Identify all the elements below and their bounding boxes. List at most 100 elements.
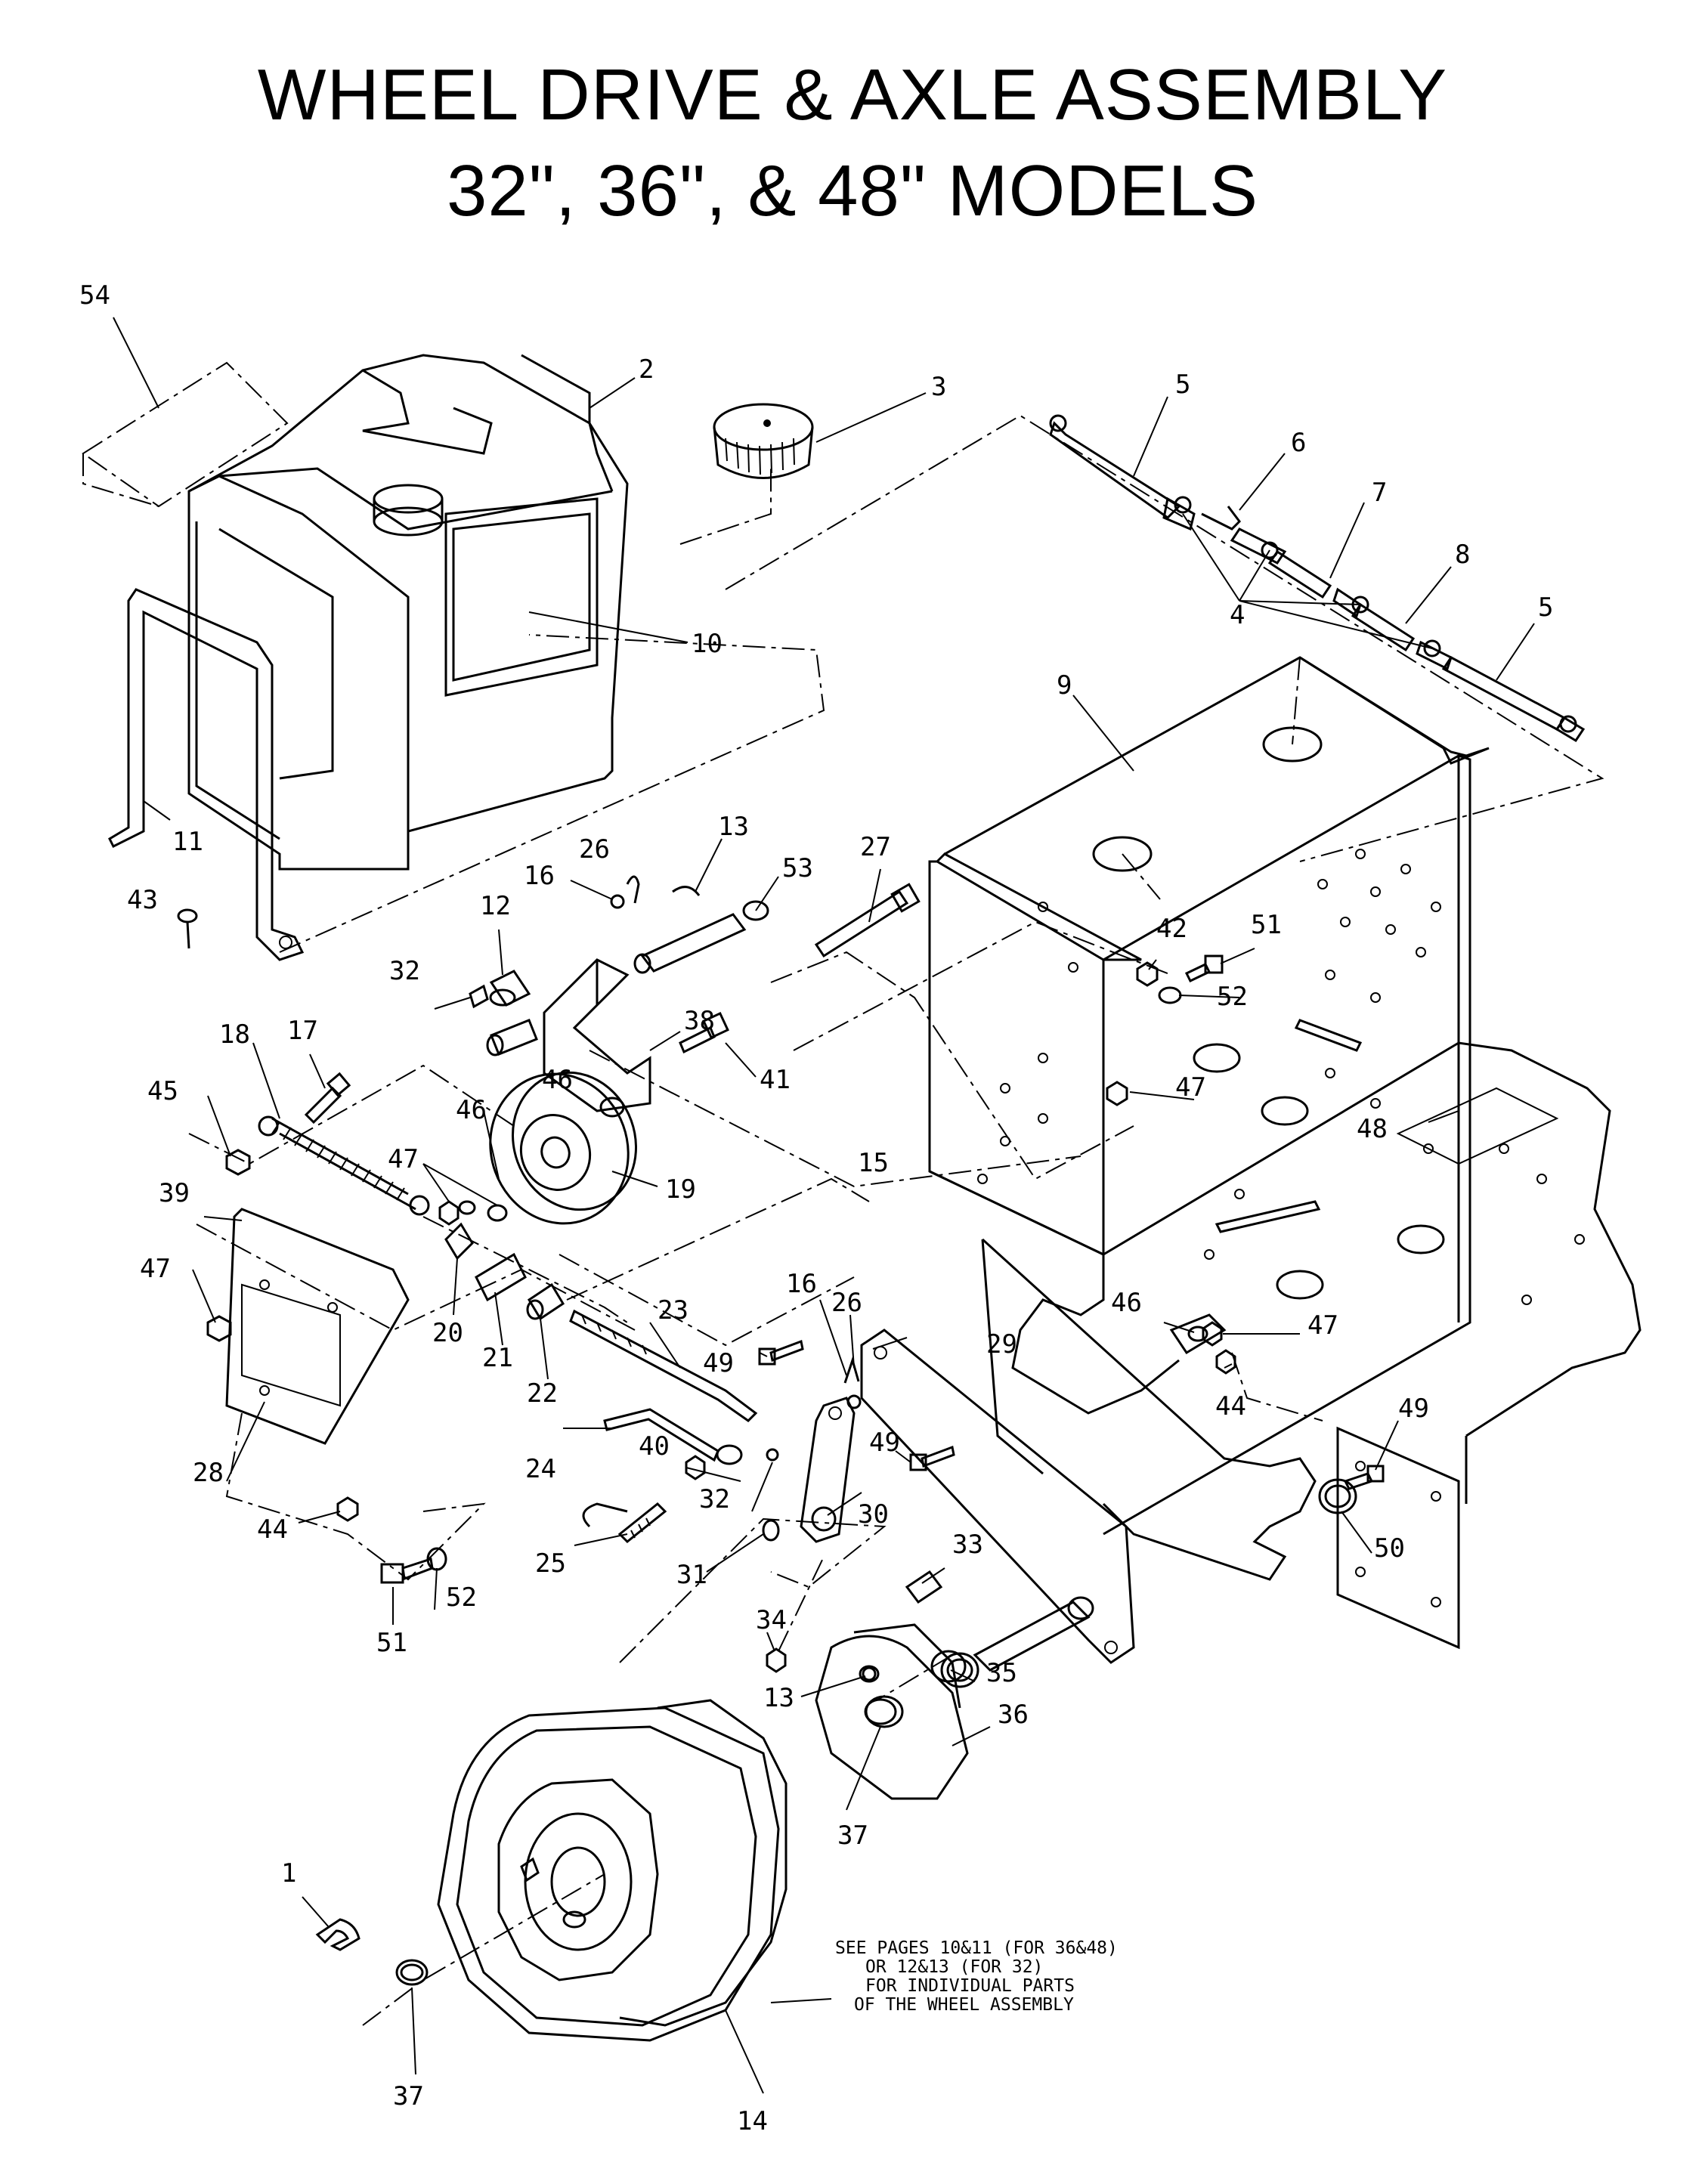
- idler-pin: [526, 1282, 565, 1321]
- callout-13-lower: 13: [763, 1683, 794, 1713]
- callout-46-bracket: 46: [542, 1065, 573, 1095]
- callout-25: 25: [535, 1548, 566, 1579]
- control-rod: [569, 1309, 758, 1422]
- callout-44-frame: 44: [1215, 1391, 1246, 1421]
- pivot-pin: [633, 900, 769, 974]
- callout-23: 23: [658, 1295, 688, 1326]
- callout-40: 40: [639, 1431, 670, 1462]
- hook-bolt: [582, 1502, 667, 1544]
- callout-27: 27: [860, 832, 891, 862]
- spacer-bushing: [905, 1570, 943, 1604]
- pivot-lever: [800, 1397, 856, 1543]
- callout-51-right: 51: [1251, 910, 1282, 940]
- callout-17: 17: [287, 1016, 318, 1046]
- callout-14: 14: [737, 2106, 768, 2136]
- callout-13-top: 13: [718, 812, 749, 842]
- note-line-3: FOR INDIVIDUAL PARTS: [865, 1976, 1075, 1996]
- note-line-2: OR 12&13 (FOR 32): [865, 1957, 1043, 1977]
- callout-46-pulley: 46: [456, 1095, 487, 1125]
- gas-cap: [713, 403, 814, 479]
- bolt-49-upper: [758, 1339, 804, 1366]
- callout-10: 10: [692, 629, 723, 659]
- callout-20: 20: [432, 1318, 463, 1348]
- callout-34: 34: [756, 1605, 787, 1635]
- callout-leader-lines: [113, 317, 1535, 2094]
- callout-32-mid: 32: [699, 1484, 730, 1514]
- callout-19: 19: [665, 1174, 696, 1205]
- bushing: [489, 970, 531, 1007]
- frame-holes: [977, 849, 1585, 1305]
- callout-51-left: 51: [376, 1628, 407, 1658]
- callout-4: 4: [1230, 600, 1245, 630]
- note-line-4: OF THE WHEEL ASSEMBLY: [854, 1995, 1074, 2015]
- clevis: [444, 1222, 474, 1261]
- callout-29: 29: [986, 1329, 1017, 1360]
- wheel-assembly-note: SEE PAGES 10&11 (FOR 36&48) OR 12&13 (FO…: [835, 1938, 1118, 2015]
- callout-28: 28: [193, 1458, 224, 1488]
- callout-6: 6: [1291, 428, 1306, 458]
- assembly-center-lines: [188, 414, 1604, 2026]
- wheel-washer: [395, 1959, 429, 1986]
- callout-52-left: 52: [446, 1582, 477, 1613]
- callout-50: 50: [1374, 1533, 1405, 1564]
- callout-8: 8: [1455, 540, 1470, 570]
- idler-bracket: [543, 958, 651, 1112]
- callout-47-right: 47: [1175, 1072, 1206, 1103]
- axle-shaft: [940, 1596, 1094, 1688]
- callout-33: 33: [952, 1530, 983, 1560]
- callout-47-left: 47: [140, 1254, 171, 1284]
- chassis-frame: [928, 656, 1642, 1650]
- callout-36: 36: [998, 1700, 1029, 1730]
- note-line-1: SEE PAGES 10&11 (FOR 36&48): [835, 1938, 1118, 1958]
- belt-guard-plate: [225, 1208, 410, 1445]
- callout-18: 18: [219, 1019, 250, 1050]
- tension-spring: [258, 1115, 430, 1216]
- callout-24: 24: [525, 1454, 556, 1484]
- callout-11: 11: [172, 827, 203, 857]
- callout-numbers: 54 2 3 5 6 7 8 4 5 9 10 11 13 27 26 53 1…: [79, 280, 1553, 2136]
- page-title: WHEEL DRIVE & AXLE ASSEMBLY: [257, 54, 1448, 135]
- callout-1: 1: [281, 1858, 296, 1889]
- callout-54: 54: [79, 280, 110, 311]
- callout-49-middle: 49: [869, 1428, 900, 1458]
- callout-31: 31: [676, 1560, 707, 1590]
- callout-44-left: 44: [257, 1514, 288, 1545]
- callout-3: 3: [931, 372, 946, 402]
- callout-35: 35: [986, 1658, 1017, 1688]
- callout-48: 48: [1357, 1114, 1388, 1144]
- callout-26-top: 26: [579, 834, 610, 865]
- callout-2: 2: [639, 354, 654, 385]
- fuel-tank: [187, 354, 629, 871]
- callout-53: 53: [782, 853, 813, 883]
- page-subtitle: 32", 36", & 48" MODELS: [446, 150, 1259, 231]
- callout-45: 45: [147, 1076, 178, 1106]
- e-clip: [315, 1918, 360, 1951]
- callout-37-wheel: 37: [393, 2081, 424, 2111]
- callout-52-right: 52: [1217, 982, 1248, 1012]
- lever-rod: [603, 1408, 743, 1465]
- callout-32-top: 32: [389, 956, 420, 986]
- long-bolt: [814, 883, 921, 958]
- spring-bolt: [304, 1072, 351, 1124]
- callout-16-mid: 16: [786, 1269, 817, 1299]
- callout-21: 21: [482, 1343, 513, 1373]
- callout-39: 39: [159, 1178, 190, 1208]
- callout-38: 38: [684, 1006, 715, 1036]
- callout-42: 42: [1156, 914, 1187, 944]
- callout-46-frame: 46: [1111, 1288, 1142, 1318]
- bolt-49-right: [1343, 1465, 1385, 1490]
- fuel-line-assembly: [1049, 414, 1586, 743]
- idler-pulley: [489, 1071, 637, 1225]
- callout-30: 30: [858, 1499, 889, 1530]
- callout-22: 22: [527, 1378, 558, 1409]
- tank-strap: [108, 588, 305, 961]
- callout-49-right: 49: [1398, 1394, 1429, 1424]
- callout-47-frame: 47: [1307, 1310, 1338, 1341]
- callout-9: 9: [1057, 670, 1072, 701]
- callout-49-upper: 49: [703, 1348, 734, 1378]
- callout-12: 12: [480, 891, 511, 921]
- callout-47-spring: 47: [388, 1144, 419, 1174]
- callout-7: 7: [1372, 478, 1387, 508]
- callout-43: 43: [127, 885, 158, 915]
